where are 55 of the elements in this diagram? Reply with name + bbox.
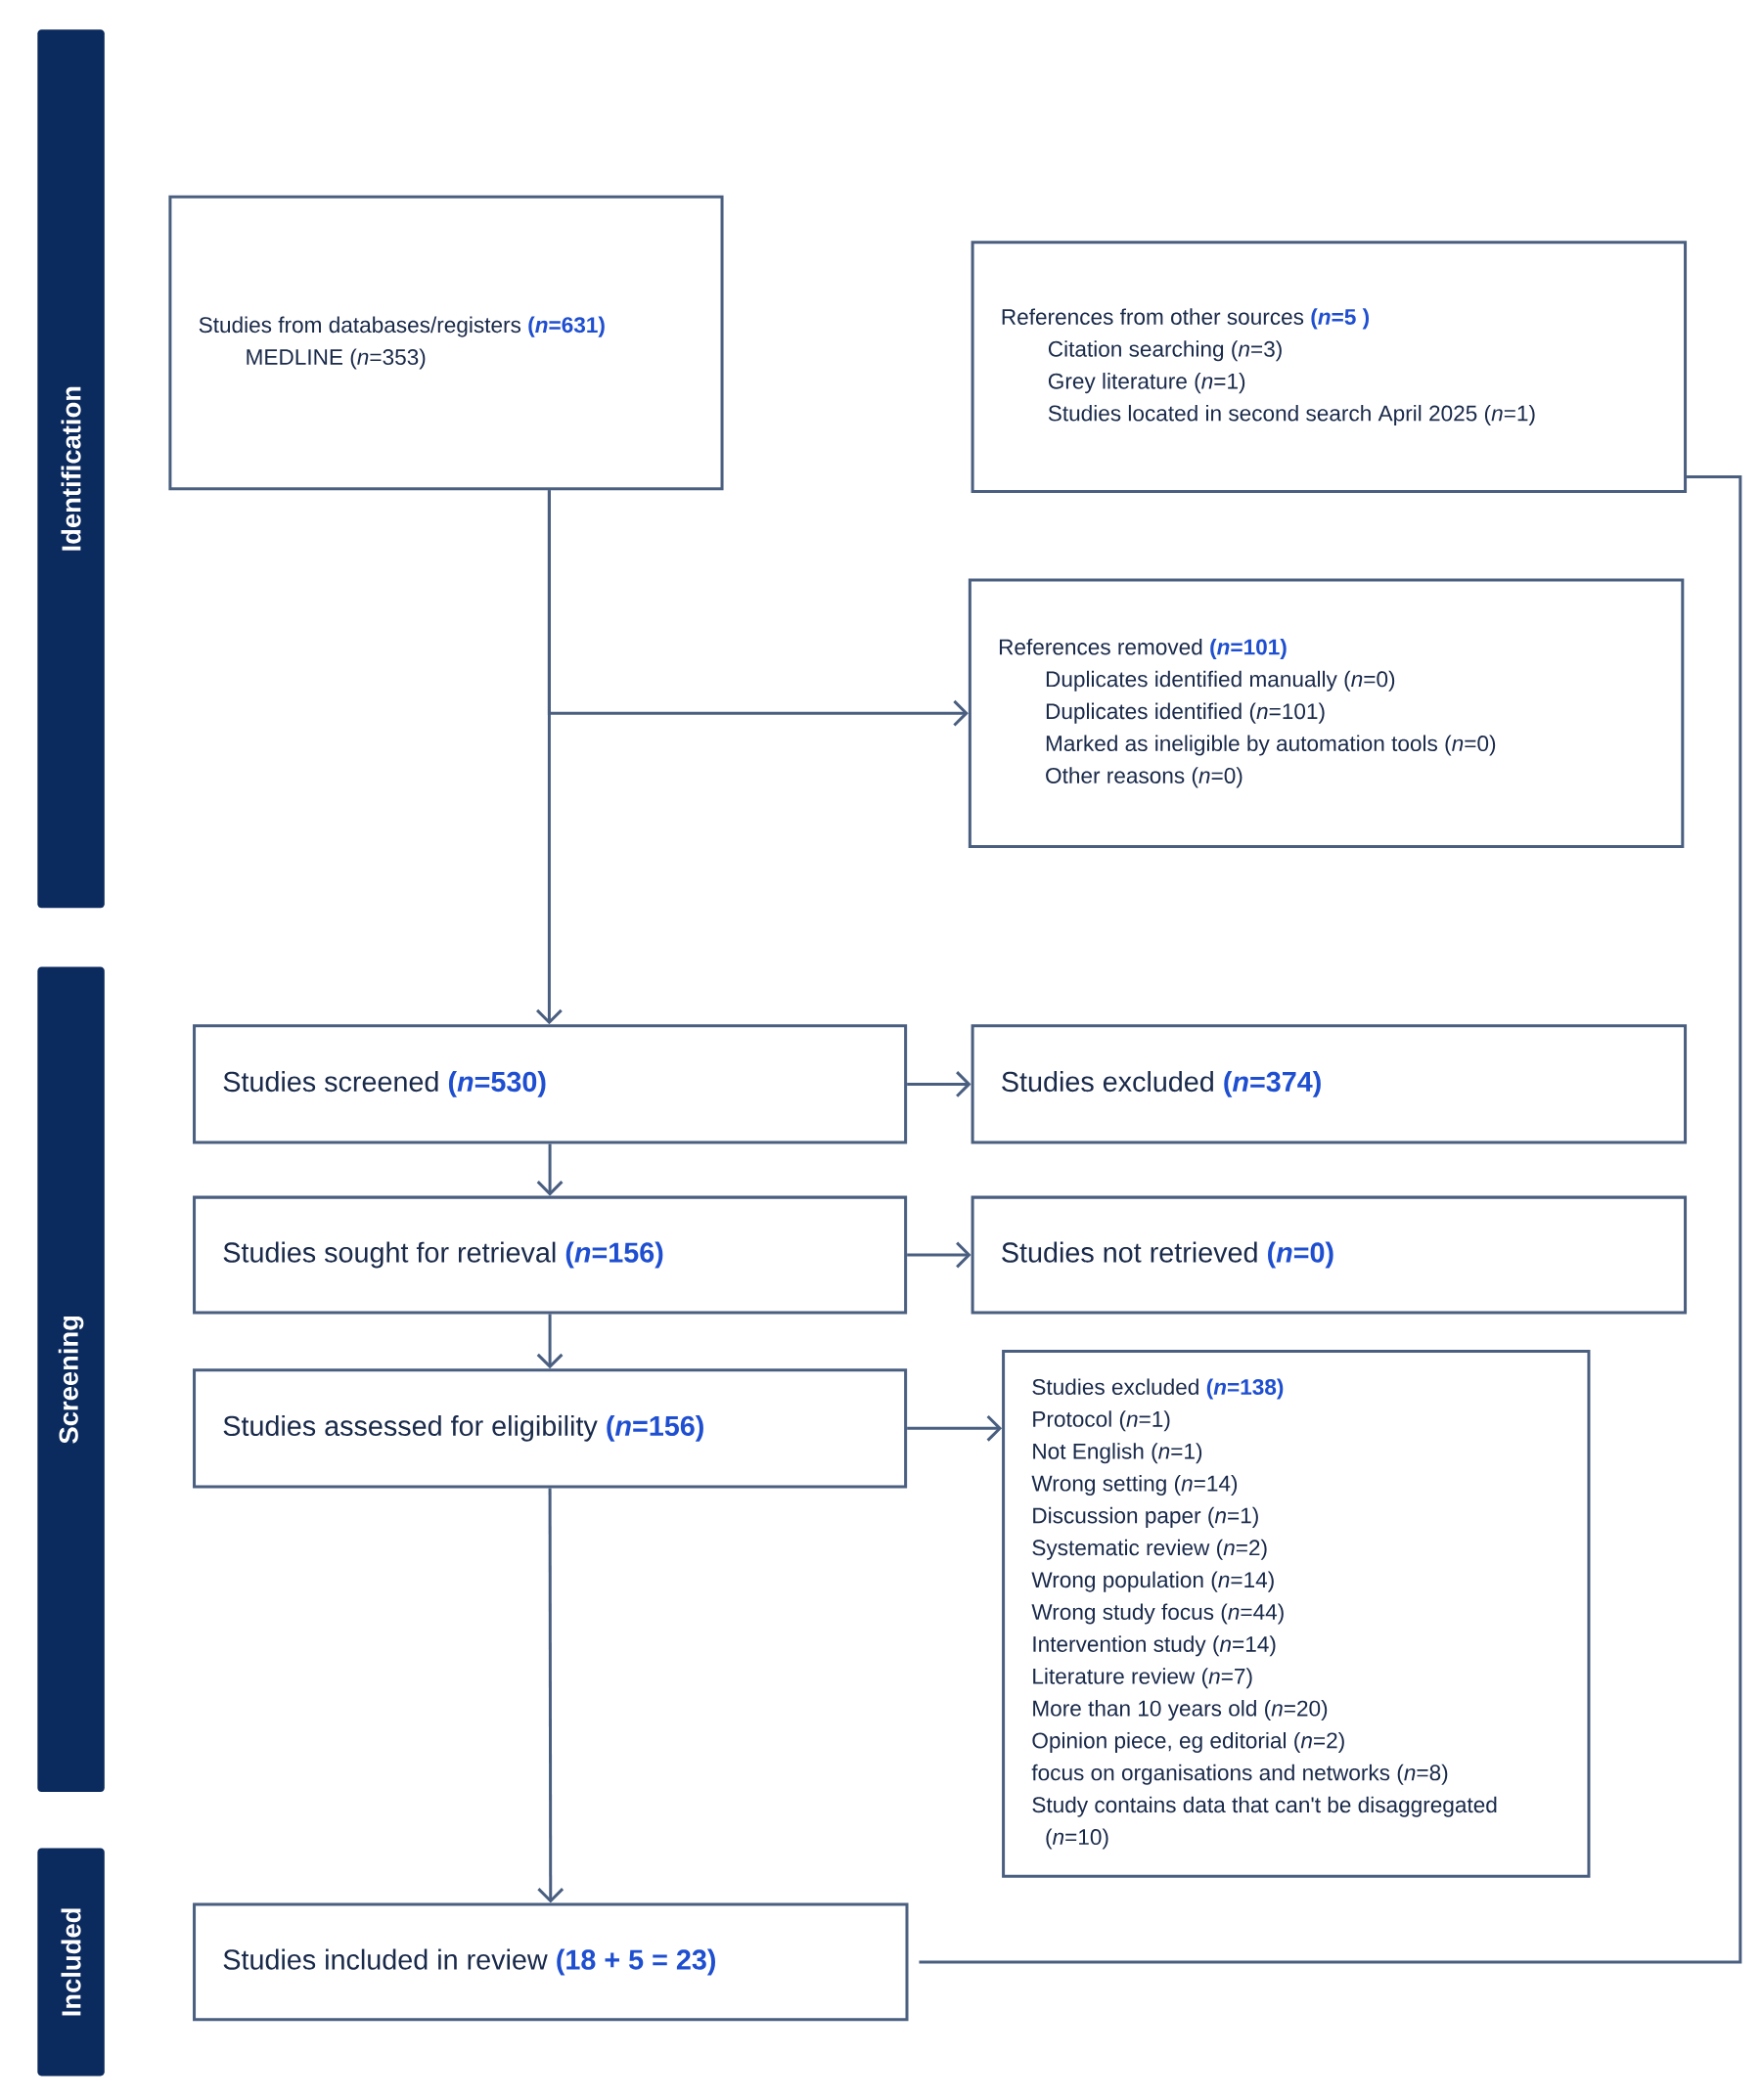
list-item: Not English (n=1) xyxy=(1033,1443,1202,1464)
list-item: Study contains data that can't be disaggregated (n=10) xyxy=(1032,1796,1497,1850)
phase-label: Screening xyxy=(58,1317,84,1444)
box-heading: References from other sources (n=5 ) xyxy=(1002,308,1370,330)
arrow xyxy=(907,1414,1003,1442)
connector-line xyxy=(919,475,1742,1964)
phase-band xyxy=(37,1848,105,2077)
list-item: Wrong study focus (n=44) xyxy=(1031,1603,1285,1625)
box-text: Studies assessed for eligibility (n=156) xyxy=(223,1414,704,1442)
arrow xyxy=(548,490,970,727)
process-box xyxy=(193,1368,908,1489)
box-heading: References removed (n=101) xyxy=(1000,638,1287,659)
box-text: Studies excluded (n=374) xyxy=(1002,1071,1322,1097)
arrow xyxy=(536,1143,564,1196)
list-item: Opinion piece, eg editorial (n=2) xyxy=(1032,1731,1345,1753)
arrow xyxy=(536,1314,564,1369)
box-text: Studies included in review (18 + 5 = 23) xyxy=(223,1948,716,1976)
list-item: Duplicates identified manually (n=0) xyxy=(1047,670,1395,692)
list-item: Marked as ineligible by automation tools (n=0) xyxy=(1047,735,1496,756)
process-box xyxy=(193,1024,908,1144)
process-box xyxy=(971,1195,1688,1315)
phase-label: Identification xyxy=(61,386,81,551)
box-text: Studies sought for retrieval (n=156) xyxy=(223,1241,663,1269)
box-heading: Studies excluded (n=138) xyxy=(1032,1378,1284,1400)
box-heading: Studies from databases/registers (n=631) xyxy=(199,316,605,337)
list-item: Citation searching (n=3) xyxy=(1049,340,1283,362)
process-box xyxy=(1002,1350,1591,1878)
list-item: Other reasons (n=0) xyxy=(1046,767,1242,788)
list-item: Protocol (n=1) xyxy=(1033,1410,1170,1432)
list-item: focus on organisations and networks (n=8) xyxy=(1031,1764,1448,1785)
list-item: Literature review (n=7) xyxy=(1033,1668,1252,1689)
phase-band xyxy=(37,29,105,909)
list-item: Duplicates identified (n=101) xyxy=(1047,702,1325,724)
list-item: Studies located in second search April 2025 (n=1) xyxy=(1049,404,1535,425)
list-item: Wrong population (n=14) xyxy=(1031,1571,1275,1592)
arrow xyxy=(907,1241,971,1269)
process-box xyxy=(193,1902,909,2022)
process-box xyxy=(971,1024,1688,1144)
list-item: More than 10 years old (n=20) xyxy=(1033,1700,1328,1721)
process-box xyxy=(168,195,724,491)
list-item: MEDLINE (n=353) xyxy=(247,348,426,370)
list-item: Discussion paper (n=1) xyxy=(1033,1506,1259,1528)
process-box xyxy=(969,578,1685,848)
phase-label: Included xyxy=(61,1908,81,2016)
box-text: Studies screened (n=530) xyxy=(223,1071,546,1097)
list-item: Systematic review (n=2) xyxy=(1032,1539,1267,1560)
process-box xyxy=(193,1195,908,1315)
process-box xyxy=(971,241,1688,494)
list-item: Grey literature (n=1) xyxy=(1049,373,1245,394)
list-item: Wrong setting (n=14) xyxy=(1031,1475,1238,1497)
box-text: Studies not retrieved (n=0) xyxy=(1002,1241,1333,1269)
arrow xyxy=(537,1488,565,1903)
arrow xyxy=(907,1071,971,1097)
list-item: Intervention study (n=14) xyxy=(1033,1635,1276,1657)
phase-band xyxy=(37,966,105,1793)
